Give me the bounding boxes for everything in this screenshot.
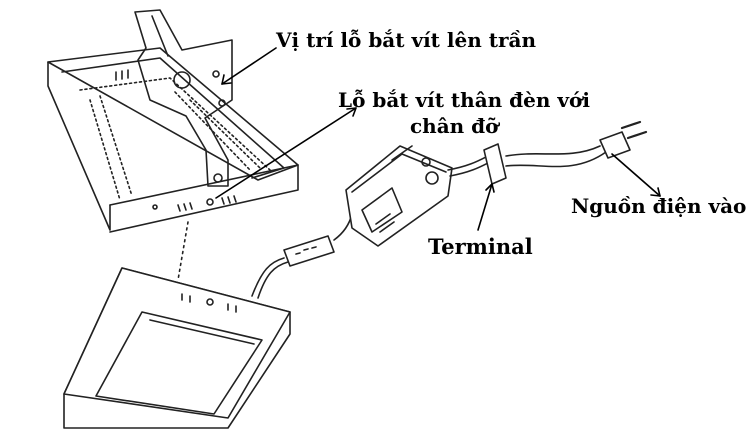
label-body-screw-hole-line1: Lỗ bắt vít thân đèn với <box>338 88 590 112</box>
alignment-line <box>178 222 188 280</box>
power-cable <box>448 122 646 184</box>
ceiling-bracket <box>135 10 232 186</box>
frame-inner-rim <box>62 58 284 178</box>
frame-left-wall <box>48 62 110 230</box>
driver-knob <box>426 172 438 184</box>
plug-body <box>600 132 630 158</box>
arrow-power-input <box>612 154 660 196</box>
led-driver <box>346 146 452 246</box>
panel-screw-hole <box>207 299 213 305</box>
frame-slots-top <box>116 70 128 80</box>
arrow-ceiling-screw <box>222 48 276 84</box>
panel-cable <box>252 214 352 298</box>
driver-body <box>346 146 452 246</box>
frame-slots-front <box>178 203 192 211</box>
arrow-terminal <box>478 184 492 230</box>
frame-inner-dotted <box>80 78 270 170</box>
frame-front-wall <box>110 165 298 232</box>
label-ceiling-screw-position: Vị trí lỗ bắt vít lên trần <box>276 28 536 52</box>
panel-top-face <box>64 268 290 418</box>
panel-slots <box>182 294 236 312</box>
label-power-input: Nguồn điện vào <box>571 194 746 218</box>
bracket-center-hole <box>174 72 190 88</box>
leader-arrows <box>216 48 660 230</box>
led-panel <box>64 268 290 428</box>
mounting-frame <box>48 48 298 232</box>
frame-top-rim <box>48 48 298 180</box>
arrow-body-screw <box>216 108 356 198</box>
plug-pins <box>622 122 646 138</box>
bracket-plate <box>135 10 232 186</box>
label-terminal: Terminal <box>428 234 533 259</box>
label-body-screw-hole-line2: chân đỡ <box>410 114 499 138</box>
panel-inner-face <box>96 312 262 414</box>
connector <box>284 236 334 266</box>
terminal-block <box>484 144 506 184</box>
frame-screw-hole <box>207 199 213 205</box>
